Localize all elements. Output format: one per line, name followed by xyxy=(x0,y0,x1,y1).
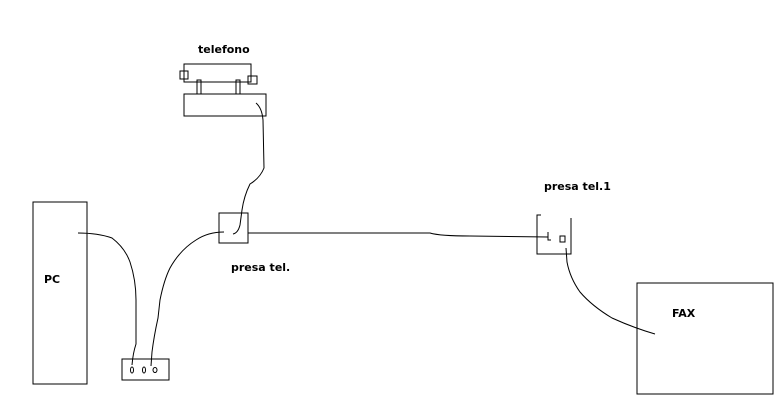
telefono-label: telefono xyxy=(198,43,250,56)
wire-socket-to-socket-1 xyxy=(248,232,549,238)
wall-socket-box xyxy=(218,212,249,244)
telephone-mouthpiece xyxy=(247,75,258,85)
presa-tel-label: presa tel. xyxy=(231,261,290,274)
modem-port-1 xyxy=(130,366,134,374)
wall-socket-main: presa tel. xyxy=(218,212,290,274)
wall-socket-1-box xyxy=(536,214,572,255)
wall-socket-secondary: presa tel.1 xyxy=(536,180,611,255)
telephone-earpiece xyxy=(179,70,189,80)
socket-1-pin xyxy=(547,232,551,241)
modem-box xyxy=(121,358,170,381)
telephone-handset xyxy=(183,63,252,83)
fax-label: FAX xyxy=(672,307,696,320)
presa-tel-1-label: presa tel.1 xyxy=(544,180,611,193)
modem xyxy=(121,358,170,381)
wire-socket-to-modem xyxy=(150,231,225,367)
telephone: telefono xyxy=(179,43,267,117)
wire-telephone-to-socket xyxy=(232,102,265,235)
modem-port-2 xyxy=(142,366,146,374)
pc-tower xyxy=(32,201,88,385)
pc-label: PC xyxy=(44,273,60,286)
wire-socket-1-to-fax xyxy=(565,247,656,335)
fax: FAX xyxy=(636,282,774,395)
pc: PC xyxy=(32,201,88,385)
fax-machine xyxy=(636,282,774,395)
wire-pc-to-modem xyxy=(77,232,137,366)
modem-port-3 xyxy=(152,367,158,373)
socket-1-jack xyxy=(559,235,566,243)
telephone-base xyxy=(183,93,267,117)
